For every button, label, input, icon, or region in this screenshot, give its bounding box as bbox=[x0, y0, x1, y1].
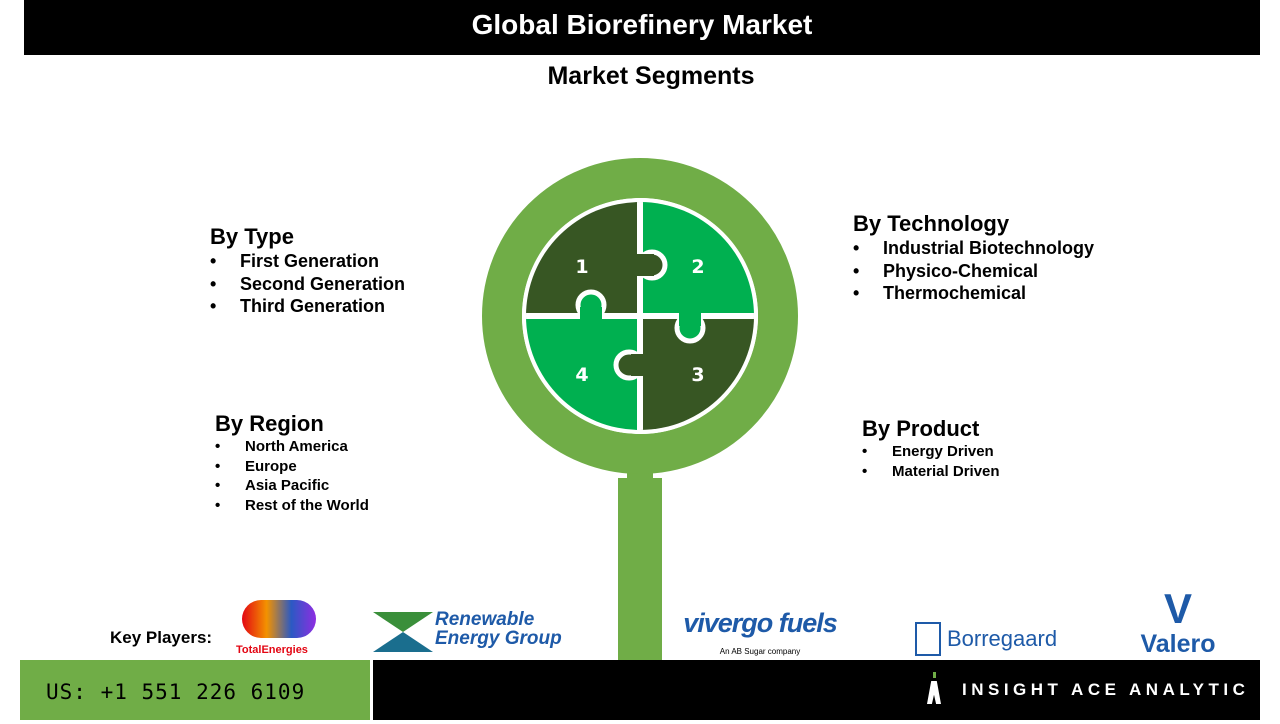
puzzle-label-4: 4 bbox=[575, 364, 588, 386]
segment-by-type: By Type First GenerationSecond Generatio… bbox=[210, 224, 405, 318]
list-item: North America bbox=[215, 437, 369, 457]
list-item: Second Generation bbox=[210, 273, 405, 296]
list-item: Industrial Biotechnology bbox=[853, 237, 1094, 260]
insightace-logo-icon bbox=[927, 672, 943, 704]
footer-bar bbox=[373, 660, 1260, 720]
segment-by-technology: By Technology Industrial BiotechnologyPh… bbox=[853, 211, 1094, 305]
segment-title: By Type bbox=[210, 224, 294, 249]
brand-name: INSIGHT ACE ANALYTIC bbox=[962, 680, 1250, 699]
puzzle-label-2: 2 bbox=[691, 256, 704, 278]
list-item: Material Driven bbox=[862, 462, 1000, 482]
list-item: Third Generation bbox=[210, 295, 405, 318]
segment-title: By Product bbox=[862, 416, 980, 441]
magnifier-ring bbox=[482, 158, 798, 474]
vivergo-logo: vivergo fuels An AB Sugar company bbox=[683, 608, 838, 656]
list-item: Physico-Chemical bbox=[853, 260, 1094, 283]
puzzle-label-3: 3 bbox=[691, 364, 704, 386]
totalenergies-logo: TotalEnergies bbox=[236, 598, 320, 658]
segment-title: By Region bbox=[215, 411, 324, 436]
page-title: Global Biorefinery Market bbox=[24, 0, 1260, 55]
segment-by-product: By Product Energy DrivenMaterial Driven bbox=[862, 416, 1000, 481]
subtitle: Market Segments bbox=[547, 62, 755, 90]
list-item: Rest of the World bbox=[215, 496, 369, 516]
list-item: Asia Pacific bbox=[215, 476, 369, 496]
list-item: Thermochemical bbox=[853, 282, 1094, 305]
segment-title: By Technology bbox=[853, 211, 1010, 236]
borregaard-logo: Borregaard bbox=[915, 622, 1057, 656]
puzzle-label-1: 1 bbox=[575, 256, 588, 278]
list-item: Energy Driven bbox=[862, 442, 1000, 462]
segment-by-region: By Region North AmericaEuropeAsia Pacifi… bbox=[215, 411, 369, 515]
key-players-label: Key Players: bbox=[110, 628, 213, 647]
list-item: First Generation bbox=[210, 250, 405, 273]
phone-number: US: +1 551 226 6109 bbox=[20, 660, 370, 720]
valero-logo: V Valero bbox=[1140, 585, 1216, 659]
list-item: Europe bbox=[215, 457, 369, 477]
magnifier-handle bbox=[618, 478, 662, 660]
